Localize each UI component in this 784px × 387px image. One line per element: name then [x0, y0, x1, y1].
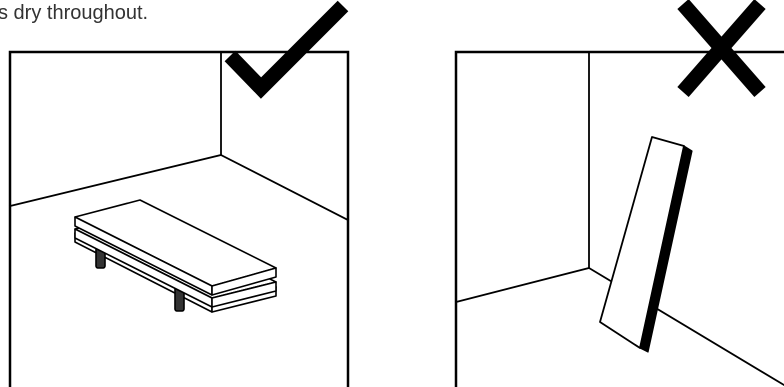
checkmark-icon [224, 0, 349, 99]
cross-icon [677, 0, 766, 97]
plank-top [74, 199, 277, 296]
panel-correct [8, 0, 350, 387]
room-frame-left [8, 50, 350, 387]
panel-incorrect [454, 0, 784, 387]
room-frame-right [454, 50, 784, 387]
stacked-planks [74, 199, 277, 313]
caption-text: s dry throughout. [0, 2, 149, 24]
leaning-plank [599, 136, 693, 353]
